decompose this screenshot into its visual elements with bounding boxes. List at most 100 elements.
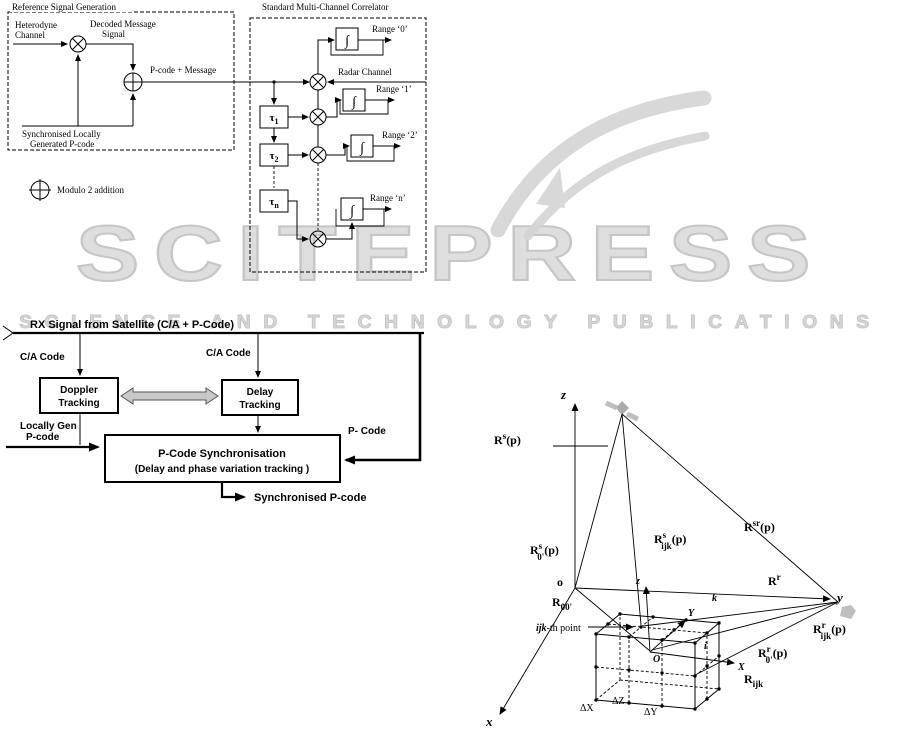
origin-label: o — [557, 575, 563, 589]
x-axis — [499, 587, 576, 715]
line-origin-gridorigin — [574, 587, 651, 652]
ca-code-left-label: C/A Code — [20, 352, 65, 363]
pcode-right-path — [344, 333, 422, 465]
decoded-label: Decoded Message — [90, 19, 156, 29]
watermark-swoosh-icon — [490, 90, 712, 241]
multiplier-icon-2 — [309, 146, 327, 164]
range0-label: Range ‘0’ — [372, 24, 408, 34]
output-arrow — [220, 482, 246, 502]
vec-rsr-label: Rsr(p) — [744, 518, 775, 534]
watermark-scitepress: SCITEPRESS — [75, 209, 826, 297]
multiplier-icon-0 — [309, 73, 327, 91]
dump-loop-2 — [346, 146, 395, 162]
svg-text:Delay: Delay — [247, 387, 274, 398]
vec-rijk-label: Rijk — [744, 672, 763, 689]
heterodyne-label-2: Channel — [15, 30, 45, 40]
delta-y-label: ΔY — [644, 707, 658, 718]
line-receiver-ijk — [642, 601, 839, 627]
rx-title: RX Signal from Satellite (C/A + P-Code) — [30, 319, 234, 331]
vec-rr-label: Rr — [768, 572, 781, 588]
delay-tracking-box — [221, 379, 299, 416]
svg-text:∫: ∫ — [344, 34, 350, 49]
k-label: k — [712, 593, 717, 604]
vec-r00-label: R00' — [552, 595, 572, 612]
local-z-axis — [642, 586, 651, 653]
ca-code-mid-label: C/A Code — [206, 348, 251, 359]
dump-loop-0 — [330, 40, 384, 56]
svg-text:τn: τn — [269, 196, 279, 210]
integrator-block-0 — [335, 27, 359, 51]
doppler-tracking-box — [39, 377, 119, 414]
doppler-delay-double-arrow-icon — [120, 387, 219, 405]
z-axis-label: z — [560, 387, 567, 402]
svg-text:Doppler: Doppler — [60, 385, 98, 396]
line-satellite-ijk — [621, 413, 642, 626]
reference-title: Reference Signal Generation — [12, 2, 116, 12]
svg-text:τ2: τ2 — [269, 150, 278, 164]
rx-sync-diagram: RX Signal from Satellite (C/A + P-Code) … — [2, 319, 424, 504]
legend-modulo2-icon — [29, 179, 51, 201]
svg-text:P-Code Synchronisation: P-Code Synchronisation — [158, 448, 286, 460]
heterodyne-label: Heterodyne — [15, 20, 57, 30]
geometry-diagram: z y x o — [485, 387, 856, 729]
svg-text:Tracking: Tracking — [58, 398, 99, 409]
pcode-label: P- Code — [348, 426, 386, 437]
decoded-message-line — [86, 43, 136, 71]
pcode-sync-box — [104, 434, 341, 483]
rangen-label: Range ‘n’ — [370, 193, 406, 203]
local-x-axis — [649, 651, 735, 666]
mult0-to-integrator — [317, 37, 335, 74]
line-origin-satellite — [574, 413, 623, 589]
multiplier-icon-1 — [309, 108, 327, 126]
local-Y-label: Y — [688, 608, 695, 619]
modulo2-adder-icon — [123, 72, 143, 92]
dump-loop-n — [335, 209, 385, 227]
ijk-point-label: ijk-th point — [536, 623, 581, 634]
mult1-to-integrator — [326, 97, 342, 118]
local-X-label: X — [737, 662, 745, 673]
multn-to-integrator — [326, 222, 355, 240]
taun-to-multn — [288, 200, 309, 242]
reference-signal-diagram: Reference Signal Generation Heterodyne C… — [7, 2, 310, 201]
decoded-label-2: Signal — [102, 29, 126, 39]
grid-cube — [594, 612, 721, 711]
delta-x-label: ΔX — [580, 703, 594, 714]
range1-label: Range ‘1’ — [376, 84, 412, 94]
svg-text:∫: ∫ — [349, 204, 355, 219]
rx-input-chevron-icon — [2, 325, 14, 341]
grid-dots — [594, 612, 721, 711]
vec-rs-label: Rs(p) — [494, 431, 521, 447]
local-z-label: z — [635, 576, 640, 587]
svg-text:∫: ∫ — [351, 95, 357, 110]
correlator-title: Standard Multi-Channel Correlator — [262, 2, 388, 12]
y-axis-label: y — [835, 590, 843, 605]
y-axis — [574, 587, 831, 603]
locally-gen-label: Locally Gen — [20, 421, 77, 432]
sync-local-label: Synchronised Locally — [22, 129, 101, 139]
svg-text:(Delay and phase variation tra: (Delay and phase variation tracking ) — [135, 464, 310, 475]
locally-gen-label-2: P-code — [26, 432, 60, 443]
correlator-box — [249, 17, 427, 273]
dump-loop-1 — [339, 100, 389, 115]
watermark-tagline: SCIENCE AND TECHNOLOGY PUBLICATIONS — [19, 312, 882, 333]
line-receiver-grid — [696, 601, 839, 675]
svg-text:∫: ∫ — [359, 141, 365, 156]
satellite-icon — [604, 400, 640, 422]
reference-box — [7, 11, 235, 151]
i-label: i — [704, 641, 707, 652]
legend-label: Modulo 2 addition — [57, 185, 124, 195]
delta-z-label: ΔZ — [612, 696, 625, 707]
pcode-message-label: P-code + Message — [150, 65, 216, 75]
multiplier-icon-n — [309, 230, 327, 248]
svg-text:Tracking: Tracking — [239, 400, 280, 411]
radar-channel-label: Radar Channel — [338, 67, 392, 77]
mult2-to-integrator — [326, 143, 350, 156]
svg-text:τ1: τ1 — [269, 112, 278, 126]
line-satellite-receiver — [621, 413, 839, 603]
multiplier-icon — [69, 35, 87, 53]
